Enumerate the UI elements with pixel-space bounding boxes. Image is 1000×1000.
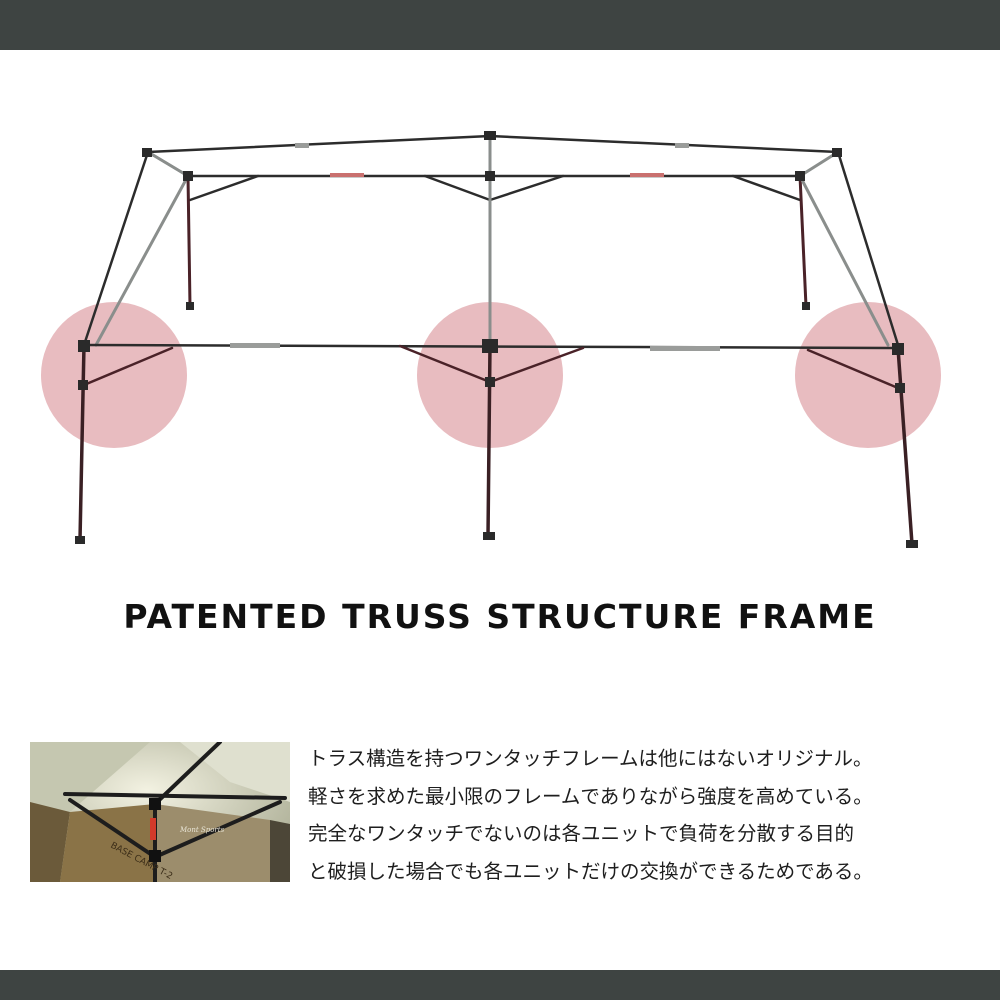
frame-sleeves [230,143,720,351]
headline: PATENTED TRUSS STRUCTURE FRAME [123,597,877,636]
description-line: と破損した場合でも各ユニットだけの交換ができるためである。 [308,859,873,883]
frame-back-top [146,134,840,202]
bottom-bar [0,970,1000,1000]
brand-label-text: Mont Sports [179,826,225,834]
frame-roof-side-rails [82,150,900,347]
frame-front-legs [78,343,914,546]
description-line: トラス構造を持つワンタッチフレームは他にはないオリジナル。 [308,747,873,770]
highlight-circle-left [41,302,187,448]
truss-frame-illustration [41,131,941,548]
description-text: トラス構造を持つワンタッチフレームは他にはないオリジナル。 軽さを求めた最小限の… [308,740,988,890]
frame-joints [75,131,918,548]
description-line: 完全なワンタッチでないのは各ユニットで負荷を分散する目的 [308,822,855,845]
frame-back-legs [186,174,808,308]
frame-roof-diagonals [94,150,890,347]
frame-front-trusses [82,344,900,390]
description-line: 軽さを求めた最小限のフレームでありながら強度を高めている。 [308,784,873,808]
closeup-illustration: BASE CAMP T-2 Mont Sports [30,742,290,882]
top-bar [0,0,1000,50]
frame-closeup-photo: BASE CAMP T-2 Mont Sports [30,742,290,882]
frame-red-sleeves [330,173,664,177]
